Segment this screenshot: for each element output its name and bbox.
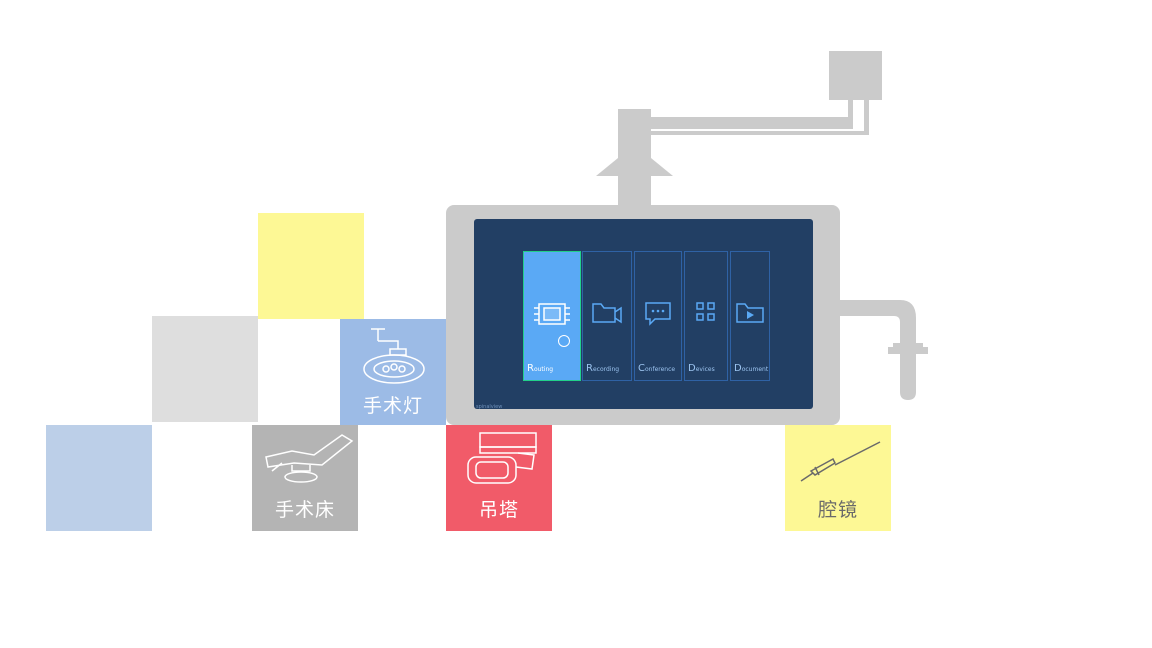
touch-screen: Routing Recording Conference <box>474 219 813 410</box>
menu-item-document[interactable]: Document <box>730 251 770 381</box>
endoscope-icon <box>800 441 881 482</box>
menu-label-conference: Conference <box>638 363 676 374</box>
menu-item-devices[interactable]: Devices <box>684 251 728 381</box>
yellow-tile <box>258 213 364 319</box>
pendant-tower-tile[interactable]: 吊塔 <box>446 425 552 531</box>
menu-label-devices: Devices <box>688 363 715 374</box>
endoscope-label: 腔镜 <box>817 499 858 521</box>
menu-label-document: Document <box>734 363 769 374</box>
gray-tile <box>152 316 258 422</box>
surgical-lamp-label: 手术灯 <box>362 395 423 417</box>
video-folder-icon <box>592 303 622 324</box>
pendant-tower-label: 吊塔 <box>478 499 519 521</box>
endoscope-tile[interactable]: 腔镜 <box>785 425 891 531</box>
operating-bed-label: 手术床 <box>274 499 335 521</box>
operating-bed-icon <box>265 434 354 483</box>
brand-logo-text: spinalview <box>476 404 503 410</box>
light-blue-tile <box>46 425 152 531</box>
surgical-lamp-tile[interactable]: 手术灯 <box>340 319 446 425</box>
play-folder-icon <box>736 303 764 323</box>
surgical-lamp-icon <box>363 328 425 384</box>
chat-icon <box>645 302 671 326</box>
menu-label-routing: Routing <box>527 363 554 374</box>
circle-icon <box>558 335 570 347</box>
menu-label-recording: Recording <box>586 363 620 374</box>
pendant-tower-icon <box>467 432 537 484</box>
grid-icon <box>696 302 715 321</box>
menu-item-conference[interactable]: Conference <box>634 251 682 381</box>
operating-bed-tile[interactable]: 手术床 <box>252 425 358 531</box>
menu-item-recording[interactable]: Recording <box>582 251 632 381</box>
chip-icon <box>534 303 570 325</box>
menu-item-routing[interactable]: Routing <box>523 251 581 381</box>
